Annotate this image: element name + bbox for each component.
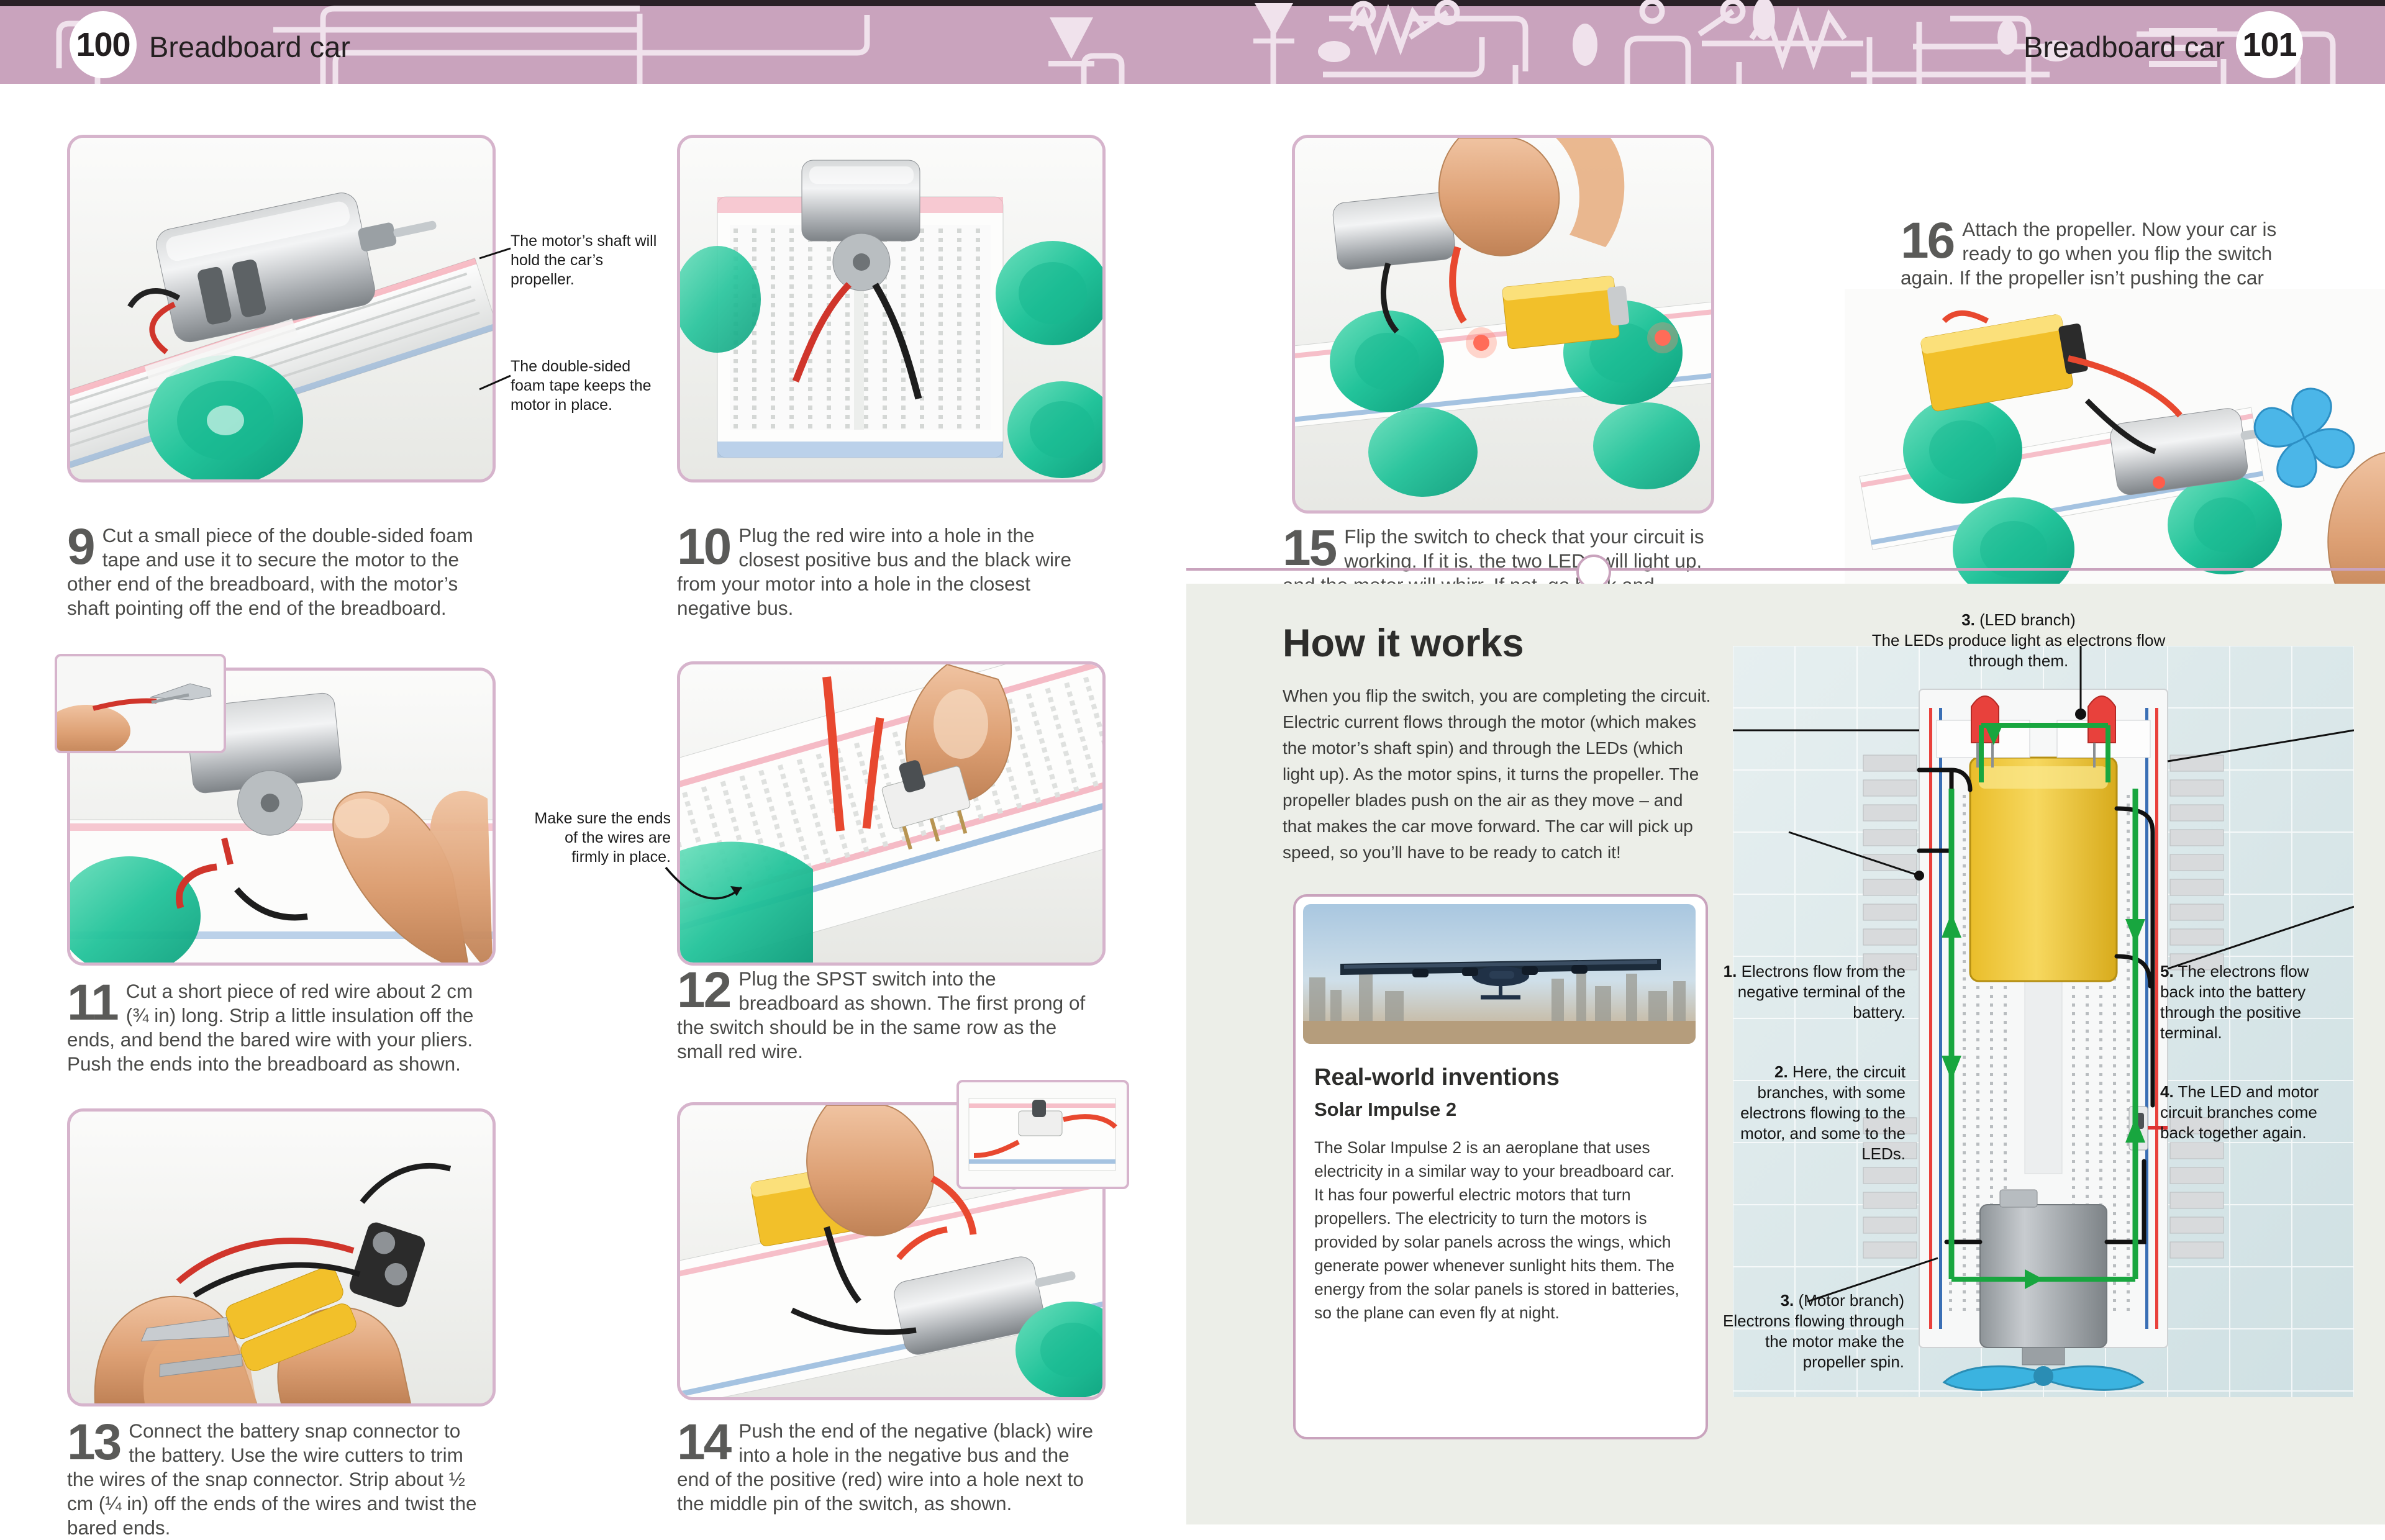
resistor-symbol	[1351, 12, 1425, 47]
photo-step-14-inset	[956, 1080, 1129, 1189]
annot-2-text: Here, the circuit branches, with some el…	[1740, 1062, 1906, 1163]
callout-wire-ends-arrow	[663, 859, 750, 915]
step-number-13: 13	[67, 1423, 120, 1462]
photo-step-13	[67, 1108, 496, 1406]
step-number-9: 9	[67, 527, 94, 567]
annot-4-text: The LED and motor circuit branches come …	[2160, 1082, 2319, 1142]
step-number-14: 14	[677, 1423, 730, 1462]
circuit-annotation-5: 5. The electrons flow back into the batt…	[2160, 961, 2328, 1043]
annot-3-led-text: The LEDs produce light as electrons flow…	[1872, 631, 2166, 670]
how-it-works-title: How it works	[1283, 621, 1524, 666]
callout-motor-shaft-leader	[478, 242, 516, 261]
annot-3-led-num: 3.	[1961, 610, 1975, 629]
annot-3-motor-num: 3.	[1781, 1291, 1794, 1310]
step-caption-14: 14 Push the end of the negative (black) …	[677, 1419, 1094, 1516]
step-number-16: 16	[1901, 221, 1953, 261]
header-title-right: Breadboard car	[2024, 30, 2225, 64]
step-number-15: 15	[1283, 528, 1335, 568]
circuit-annotation-3-led: 3. (LED branch) The LEDs produce light a…	[1854, 610, 2183, 671]
page-header: 100 Breadboard car Breadboard car 101	[0, 0, 2385, 84]
real-world-body: The Solar Impulse 2 is an aeroplane that…	[1314, 1136, 1687, 1325]
step-text-13: Connect the battery snap connector to th…	[67, 1420, 477, 1539]
circuit-annotation-1: 1. Electrons flow from the negative term…	[1719, 961, 1906, 1023]
step-text-11: Cut a short piece of red wire about 2 cm…	[67, 980, 473, 1075]
step-caption-13: 13 Connect the battery snap connector to…	[67, 1419, 483, 1540]
real-world-heading: Real-world inventions	[1314, 1064, 1560, 1091]
photo-step-9	[67, 135, 496, 482]
page-number-left: 100	[70, 11, 137, 78]
step-text-12: Plug the SPST switch into the breadboard…	[677, 967, 1085, 1062]
annot-3-led-label: (LED branch)	[1979, 610, 2076, 629]
step-number-10: 10	[677, 527, 730, 567]
step-caption-9: 9 Cut a small piece of the double-sided …	[67, 523, 480, 620]
callout-motor-shaft: The motor’s shaft will hold the car’s pr…	[511, 232, 666, 289]
solar-impulse-photo	[1303, 904, 1696, 1044]
step-caption-11: 11 Cut a short piece of red wire about 2…	[67, 979, 483, 1076]
page-number-left-value: 100	[76, 25, 130, 64]
step-number-12: 12	[677, 971, 730, 1010]
callout-foam-tape-leader	[478, 371, 516, 393]
annot-4-num: 4.	[2160, 1082, 2174, 1101]
annot-3-motor-text: Electrons flowing through the motor make…	[1723, 1311, 1904, 1371]
annot-1-num: 1.	[1724, 962, 1737, 981]
annot-3-motor-label: (Motor branch)	[1799, 1291, 1905, 1310]
page-number-right-value: 101	[2242, 25, 2296, 64]
annot-5-num: 5.	[2160, 962, 2174, 981]
step-text-9: Cut a small piece of the double-sided fo…	[67, 524, 473, 619]
how-it-works-divider	[1186, 568, 2385, 571]
photo-step-11-inset	[55, 654, 226, 753]
circuit-annotation-3-motor: 3. (Motor branch) Electrons flowing thro…	[1719, 1290, 1904, 1372]
annot-5-text: The electrons flow back into the battery…	[2160, 962, 2309, 1042]
photo-step-10	[677, 135, 1106, 482]
circuit-annotation-4: 4. The LED and motor circuit branches co…	[2160, 1082, 2328, 1143]
step-text-14: Push the end of the negative (black) wir…	[677, 1420, 1093, 1515]
page-number-right: 101	[2236, 11, 2303, 78]
photo-step-16	[1845, 289, 2385, 612]
step-text-10: Plug the red wire into a hole in the clo…	[677, 524, 1071, 619]
photo-step-15	[1292, 135, 1714, 514]
callout-foam-tape: The double-sided foam tape keeps the mot…	[511, 357, 655, 415]
step-number-11: 11	[67, 983, 117, 1023]
annot-1-text: Electrons flow from the negative termina…	[1738, 962, 1906, 1021]
header-title-left: Breadboard car	[149, 30, 350, 64]
circuit-annotation-2: 2. Here, the circuit branches, with some…	[1719, 1062, 1906, 1164]
real-world-subheading: Solar Impulse 2	[1314, 1098, 1456, 1121]
photo-step-12	[677, 661, 1106, 966]
how-it-works-body: When you flip the switch, you are comple…	[1283, 683, 1711, 866]
step-caption-10: 10 Plug the red wire into a hole in the …	[677, 523, 1092, 620]
left-page: The motor’s shaft will hold the car’s pr…	[0, 84, 1186, 1524]
callout-wire-ends: Make sure the ends of the wires are firm…	[529, 809, 671, 867]
step-caption-12: 12 Plug the SPST switch into the breadbo…	[677, 967, 1094, 1064]
real-world-inventions-box: Real-world inventions Solar Impulse 2 Th…	[1293, 894, 1708, 1439]
annot-2-num: 2.	[1774, 1062, 1788, 1081]
